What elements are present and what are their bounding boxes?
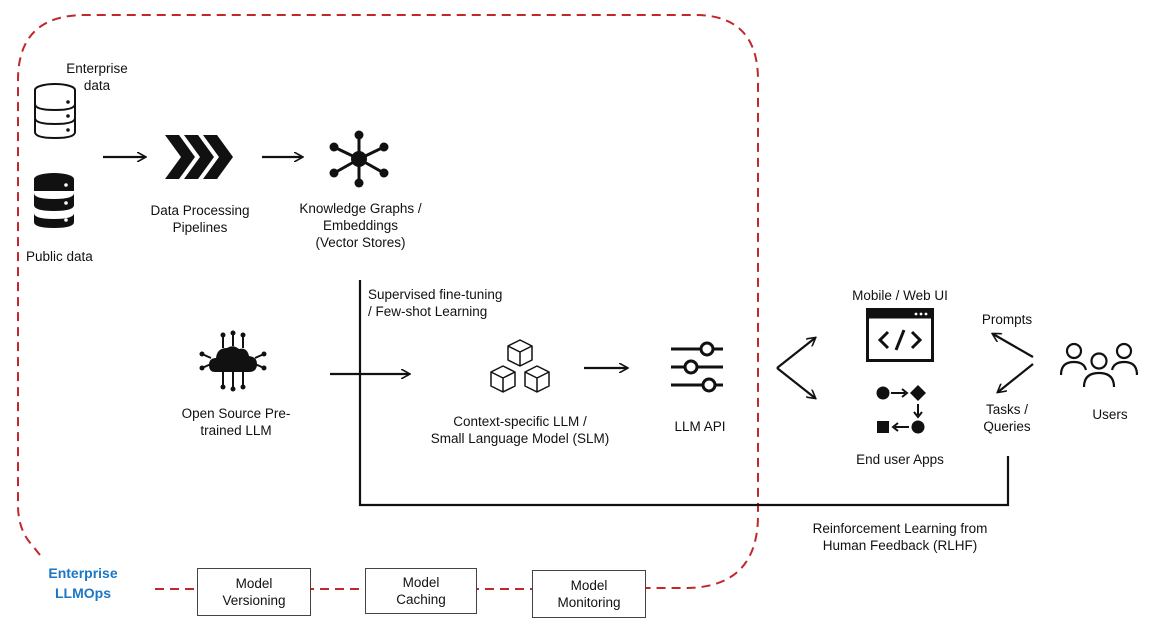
fine-tuning-label: Supervised fine-tuning / Few-shot Learni… (368, 287, 503, 319)
users-label: Users (1092, 407, 1128, 422)
llmops-title: Enterprise LLMOps (48, 565, 118, 601)
rlhf-label: Reinforcement Learning from Human Feedba… (812, 521, 988, 553)
graph-network-icon (329, 130, 389, 188)
arrow-users-to-prompts (993, 334, 1034, 358)
public-data-label: Public data (26, 249, 93, 264)
feedback-loop-line (358, 280, 1010, 507)
cubes-icon (490, 339, 550, 393)
tasks-queries-label: Tasks / Queries (983, 402, 1031, 434)
enterprise-boundary (17, 14, 759, 589)
arrow-users-to-tasks (998, 363, 1034, 392)
model-monitoring-box: Model Monitoring (532, 570, 646, 618)
enterprise-data-label: Enterprise data (66, 61, 128, 93)
database-solid-icon (34, 173, 74, 228)
data-processing-label: Data Processing Pipelines (150, 203, 250, 235)
sliders-icon (671, 341, 723, 393)
prompts-label: Prompts (981, 312, 1033, 327)
arrow-api-to-apps (776, 367, 815, 398)
code-window-icon (866, 308, 934, 362)
arrow-api-to-mobile (776, 338, 815, 369)
users-group-icon (1060, 342, 1138, 388)
model-versioning-box: Model Versioning (197, 568, 311, 616)
mobile-web-ui-label: Mobile / Web UI (852, 288, 948, 303)
model-caching-box: Model Caching (365, 568, 477, 614)
knowledge-graphs-label: Knowledge Graphs / Embeddings (Vector St… (299, 201, 422, 250)
workflow-icon (876, 385, 926, 434)
database-outline-icon (34, 83, 76, 140)
cloud-network-icon (199, 330, 267, 392)
context-llm-label: Context-specific LLM / Small Language Mo… (430, 414, 610, 446)
end-user-apps-label: End user Apps (856, 452, 944, 467)
open-source-llm-label: Open Source Pre- trained LLM (181, 406, 291, 438)
llm-api-label: LLM API (674, 419, 726, 434)
chevrons-icon (165, 135, 233, 179)
